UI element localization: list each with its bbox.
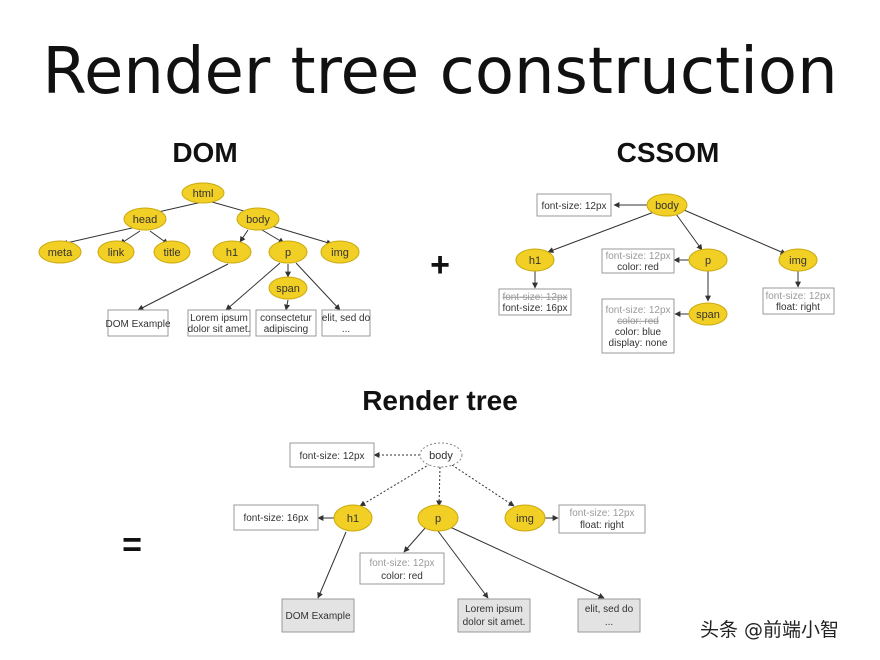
svg-text:consectetur: consectetur bbox=[260, 313, 312, 324]
dom-text-consectetur: consectetur adipiscing bbox=[255, 309, 317, 337]
svg-text:dolor sit amet.: dolor sit amet. bbox=[188, 324, 251, 335]
dom-text-dom-example: DOM Example bbox=[105, 309, 171, 337]
dom-node-link: link bbox=[97, 240, 135, 264]
render-text-elit: elit, sed do ... bbox=[577, 598, 641, 633]
svg-text:title: title bbox=[163, 247, 180, 259]
cssom-style-p: font-size: 12px color: red bbox=[601, 248, 675, 274]
svg-text:DOM Example: DOM Example bbox=[105, 319, 170, 330]
render-node-body: body bbox=[419, 442, 463, 468]
svg-text:img: img bbox=[789, 255, 807, 267]
svg-text:color: blue: color: blue bbox=[615, 327, 662, 338]
dom-node-meta: meta bbox=[38, 240, 82, 264]
svg-text:color: red: color: red bbox=[617, 262, 659, 273]
svg-text:color: red: color: red bbox=[381, 571, 423, 582]
page-title: Render tree construction bbox=[42, 35, 837, 109]
svg-text:font-size: 12px: font-size: 12px bbox=[765, 291, 830, 302]
render-style-img: font-size: 12px float: right bbox=[558, 504, 646, 534]
svg-text:float: right: float: right bbox=[580, 520, 624, 531]
cssom-title: CSSOM bbox=[617, 137, 720, 168]
dom-node-head: head bbox=[123, 207, 167, 231]
render-text-dom-example: DOM Example bbox=[281, 598, 355, 633]
svg-text:adipiscing: adipiscing bbox=[264, 324, 308, 335]
svg-text:p: p bbox=[285, 247, 291, 259]
render-tree-title: Render tree bbox=[362, 385, 518, 416]
dom-title: DOM bbox=[172, 137, 237, 168]
svg-text:h1: h1 bbox=[347, 513, 359, 525]
svg-text:font-size: 12px: font-size: 12px bbox=[605, 305, 670, 316]
svg-text:float: right: float: right bbox=[776, 302, 820, 313]
svg-text:Lorem ipsum: Lorem ipsum bbox=[190, 313, 248, 324]
dom-node-p: p bbox=[268, 240, 308, 264]
watermark: 头条 @前端小智 bbox=[700, 619, 839, 641]
dom-text-elit: elit, sed do ... bbox=[321, 309, 371, 337]
render-style-h1: font-size: 16px bbox=[233, 504, 319, 531]
cssom-node-span: span bbox=[688, 302, 728, 326]
svg-text:display: none: display: none bbox=[609, 338, 668, 349]
dom-node-title: title bbox=[153, 240, 191, 264]
cssom-style-img: font-size: 12px float: right bbox=[762, 287, 835, 315]
cssom-node-h1: h1 bbox=[515, 248, 555, 272]
render-edges bbox=[317, 452, 605, 599]
dom-text-lorem: Lorem ipsum dolor sit amet. bbox=[187, 309, 251, 337]
svg-text:font-size: 12px: font-size: 12px bbox=[502, 292, 567, 303]
cssom-style-body: font-size: 12px bbox=[536, 193, 612, 217]
render-text-lorem: Lorem ipsum dolor sit amet. bbox=[457, 598, 531, 633]
dom-node-img: img bbox=[320, 240, 360, 264]
svg-text:font-size: 12px: font-size: 12px bbox=[605, 251, 670, 262]
dom-node-body: body bbox=[236, 207, 280, 231]
svg-text:body: body bbox=[429, 450, 453, 462]
svg-text:span: span bbox=[276, 283, 300, 295]
svg-text:color: red: color: red bbox=[617, 316, 659, 327]
svg-text:dolor sit amet.: dolor sit amet. bbox=[463, 617, 526, 628]
svg-text:img: img bbox=[331, 247, 349, 259]
svg-text:font-size: 12px: font-size: 12px bbox=[369, 558, 434, 569]
cssom-node-img: img bbox=[778, 248, 818, 272]
cssom-node-body: body bbox=[646, 193, 688, 217]
svg-text:body: body bbox=[655, 200, 679, 212]
equals-sign: = bbox=[122, 526, 142, 564]
svg-text:Lorem ipsum: Lorem ipsum bbox=[465, 604, 523, 615]
render-node-h1: h1 bbox=[333, 504, 373, 532]
render-node-img: img bbox=[504, 504, 546, 532]
cssom-node-p: p bbox=[688, 248, 728, 272]
svg-text:...: ... bbox=[605, 617, 613, 628]
svg-text:p: p bbox=[435, 513, 441, 525]
svg-text:span: span bbox=[696, 309, 720, 321]
plus-sign: + bbox=[430, 246, 450, 284]
dom-node-span: span bbox=[268, 276, 308, 300]
svg-text:elit, sed do: elit, sed do bbox=[322, 313, 371, 324]
render-node-p: p bbox=[417, 504, 459, 532]
svg-text:body: body bbox=[246, 214, 270, 226]
svg-text:font-size: 12px: font-size: 12px bbox=[569, 508, 634, 519]
svg-text:DOM Example: DOM Example bbox=[285, 611, 350, 622]
dom-edges bbox=[61, 201, 341, 311]
svg-text:h1: h1 bbox=[226, 247, 238, 259]
svg-text:meta: meta bbox=[48, 247, 73, 259]
cssom-style-span: font-size: 12px color: red color: blue d… bbox=[601, 298, 675, 354]
dom-node-h1: h1 bbox=[212, 240, 252, 264]
render-style-p: font-size: 12px color: red bbox=[359, 552, 445, 585]
svg-text:font-size: 12px: font-size: 12px bbox=[299, 451, 364, 462]
svg-text:font-size: 16px: font-size: 16px bbox=[502, 303, 567, 314]
svg-text:elit, sed do: elit, sed do bbox=[585, 604, 634, 615]
svg-text:font-size: 12px: font-size: 12px bbox=[541, 201, 606, 212]
svg-text:h1: h1 bbox=[529, 255, 541, 267]
svg-text:p: p bbox=[705, 255, 711, 267]
svg-text:html: html bbox=[193, 188, 214, 200]
svg-text:...: ... bbox=[342, 324, 350, 335]
render-style-body: font-size: 12px bbox=[289, 442, 375, 468]
svg-text:link: link bbox=[108, 247, 125, 259]
svg-text:img: img bbox=[516, 513, 534, 525]
cssom-style-h1: font-size: 12px font-size: 16px bbox=[498, 288, 572, 316]
cssom-edges bbox=[532, 202, 801, 317]
svg-text:head: head bbox=[133, 214, 157, 226]
dom-node-html: html bbox=[181, 182, 225, 204]
svg-text:font-size: 16px: font-size: 16px bbox=[243, 513, 308, 524]
